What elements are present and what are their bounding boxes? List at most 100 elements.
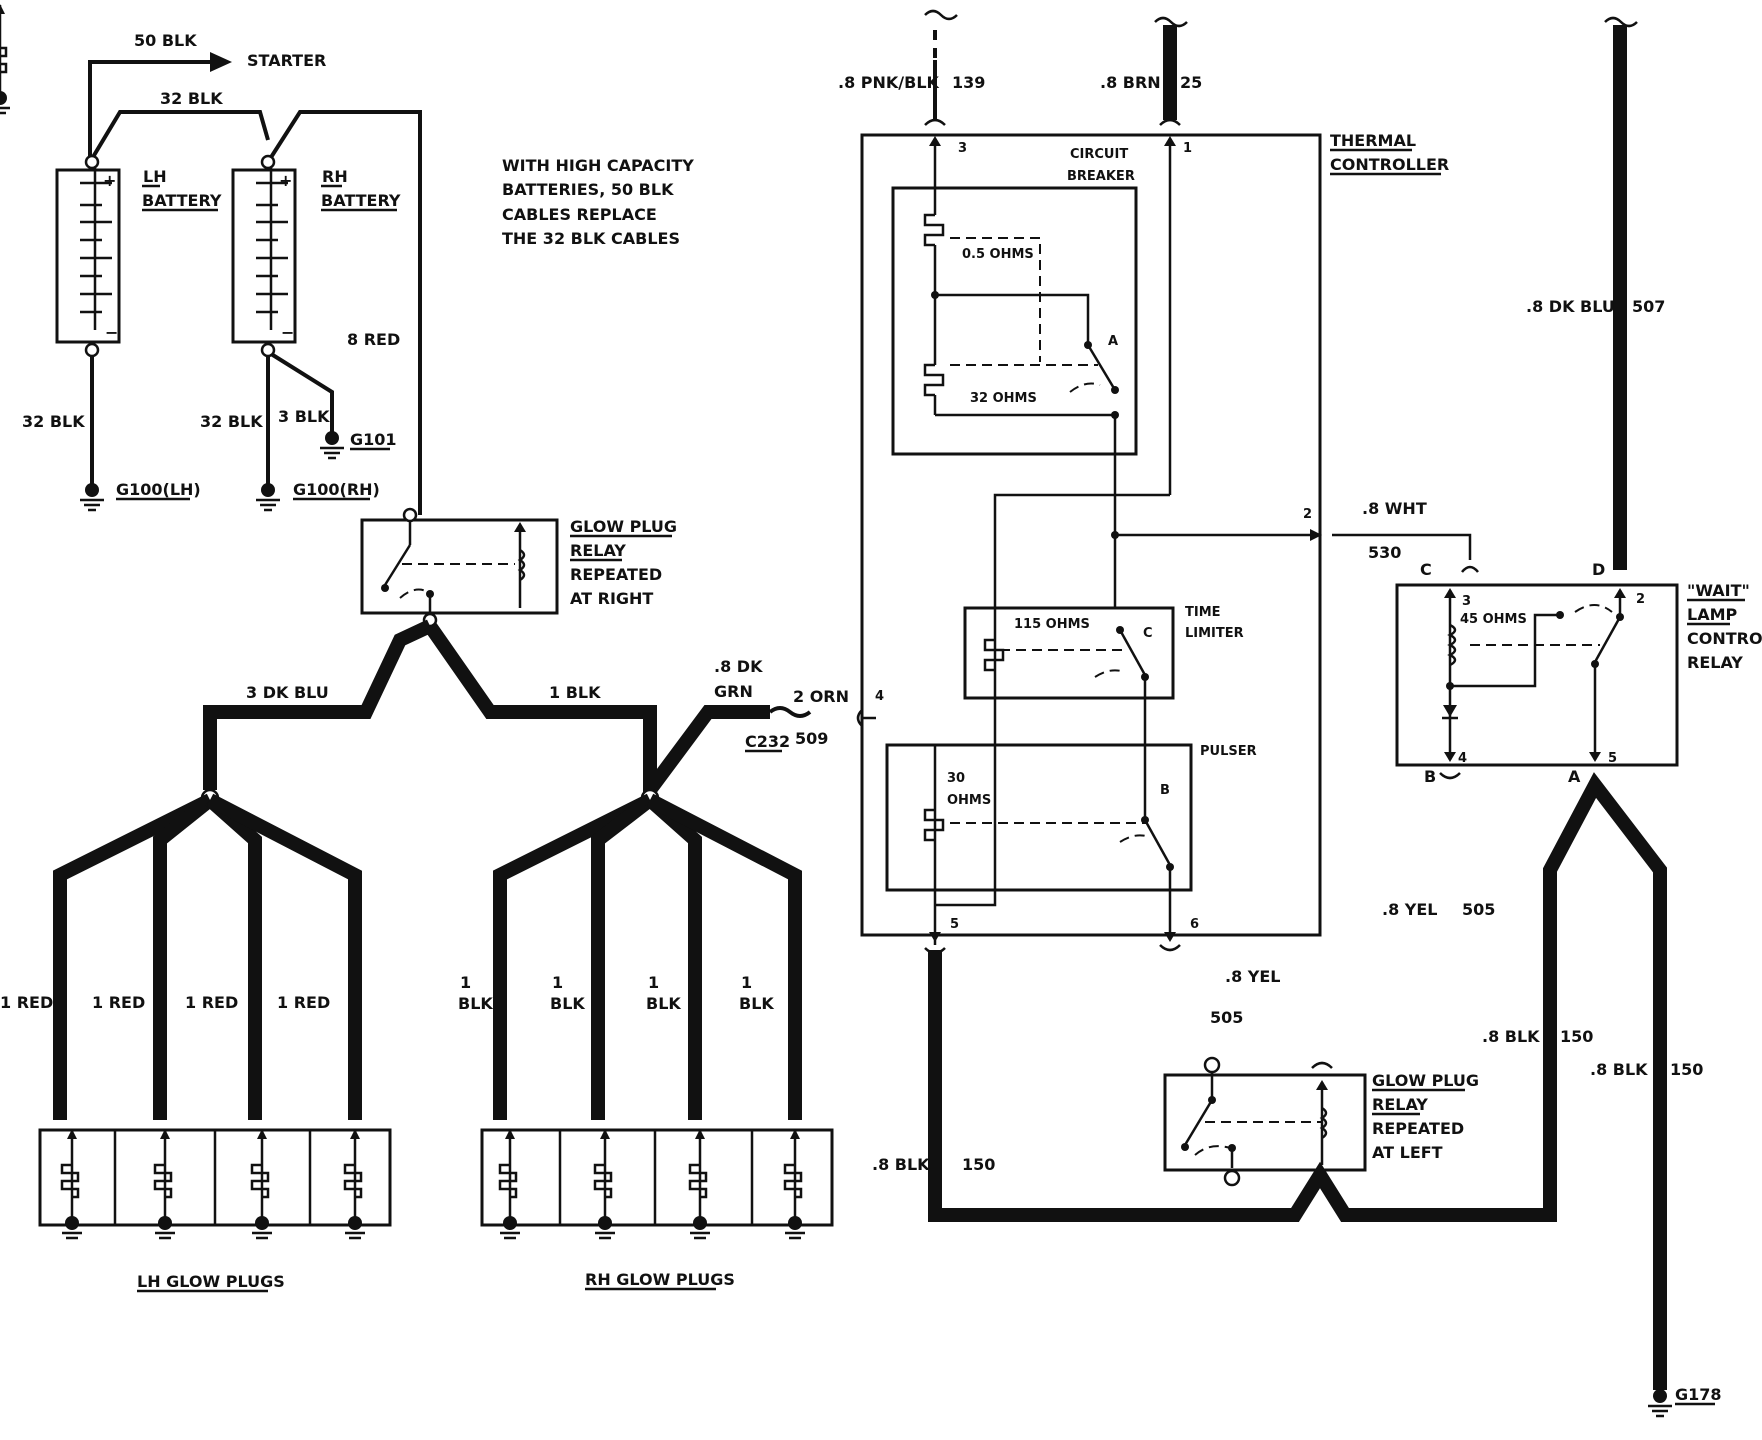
right-harness [924, 772, 1672, 1418]
label-blk-2: BLK [550, 994, 585, 1013]
label-150-c: 150 [962, 1155, 995, 1174]
label-blk-num-4: 1 [741, 973, 752, 992]
thermal-line-1: THERMAL [1330, 131, 1416, 150]
label-pnkblk: .8 PNK/BLK [838, 73, 940, 92]
pin-1: 1 [1183, 141, 1192, 156]
label-c232: C232 [745, 732, 790, 751]
label-ohms: OHMS [947, 793, 991, 808]
switch-b: B [1160, 783, 1170, 798]
wait-relay-line-4: RELAY [1687, 653, 1743, 672]
label-05-ohms: 0.5 OHMS [962, 247, 1034, 262]
relay-left-line-3: REPEATED [570, 565, 662, 584]
label-blk8-a: .8 BLK [1482, 1027, 1540, 1046]
relay-pin-2: 2 [1636, 592, 1645, 607]
note-line-4: THE 32 BLK CABLES [502, 229, 680, 248]
label-32blk-lh: 32 BLK [22, 412, 85, 431]
pin-4: 4 [875, 689, 884, 704]
label-150-a: 150 [1560, 1027, 1593, 1046]
label-45-ohms: 45 OHMS [1460, 612, 1527, 627]
wait-relay-line-1: "WAIT" [1687, 581, 1750, 600]
label-8red: 8 RED [347, 330, 400, 349]
label-blk-num-1: 1 [460, 973, 471, 992]
rh-glow-plugs-block [480, 1128, 834, 1227]
relay-pin-c: C [1420, 560, 1432, 579]
label-1red-2: 1 RED [92, 993, 145, 1012]
label-32blk-top: 32 BLK [160, 89, 223, 108]
label-rh-glow-plugs: RH GLOW PLUGS [585, 1270, 735, 1289]
top-wires [924, 9, 1638, 570]
relay-pin-3: 3 [1462, 594, 1471, 609]
time-limiter-line-2: LIMITER [1185, 626, 1244, 641]
label-505-mid: 505 [1210, 1008, 1243, 1027]
label-507: 507 [1632, 297, 1665, 316]
label-brn: .8 BRN [1100, 73, 1161, 92]
switch-a: A [1108, 334, 1118, 349]
wait-relay-line-2: LAMP [1687, 605, 1738, 624]
thermal-controller [856, 133, 1322, 945]
time-limiter-line-1: TIME [1185, 605, 1221, 620]
label-blk-3: BLK [646, 994, 681, 1013]
note-line-1: WITH HIGH CAPACITY [502, 156, 694, 175]
label-509: 509 [795, 729, 828, 748]
svg-text:−: − [105, 323, 118, 342]
relay-left-line-4: AT RIGHT [570, 589, 653, 608]
relay-pin-a: A [1568, 767, 1581, 786]
glow-plug-harness [53, 619, 812, 1120]
label-pulser: PULSER [1200, 744, 1257, 759]
label-530: 530 [1368, 543, 1401, 562]
label-505-right: 505 [1462, 900, 1495, 919]
label-blk-1: BLK [458, 994, 493, 1013]
note-line-3: CABLES REPLACE [502, 205, 657, 224]
lh-battery: + − [55, 160, 121, 344]
relay-pin-b: B [1424, 767, 1436, 786]
circuit-breaker-line-1: CIRCUIT [1070, 147, 1128, 162]
label-starter: STARTER [247, 51, 326, 70]
label-32-ohms: 32 OHMS [970, 391, 1037, 406]
wait-relay-line-3: CONTROL [1687, 629, 1762, 648]
pin-3: 3 [958, 141, 967, 156]
relay-pin-4: 4 [1458, 751, 1467, 766]
label-8dk: .8 DK [714, 657, 763, 676]
glow-plug-relay-left [360, 507, 559, 628]
label-yel-mid: .8 YEL [1225, 967, 1281, 986]
label-dkblu: .8 DK BLU [1526, 297, 1615, 316]
label-lh: LH [143, 167, 167, 186]
label-g178: G178 [1675, 1385, 1722, 1404]
label-blk-num-3: 1 [648, 973, 659, 992]
label-1red-4: 1 RED [277, 993, 330, 1012]
label-yel-right: .8 YEL [1382, 900, 1438, 919]
switch-c: C [1143, 626, 1153, 641]
relay-right-line-3: REPEATED [1372, 1119, 1464, 1138]
ground-g100-rh [256, 483, 280, 512]
label-g100-lh: G100(LH) [116, 480, 201, 499]
ground-g100-lh [80, 483, 104, 512]
label-30: 30 [947, 771, 965, 786]
ground-g101 [320, 431, 344, 460]
relay-pin-5: 5 [1608, 751, 1617, 766]
label-blk-num-2: 1 [552, 973, 563, 992]
label-1red-3: 1 RED [185, 993, 238, 1012]
pin-6: 6 [1190, 917, 1199, 932]
relay-pin-d: D [1592, 560, 1605, 579]
label-g101: G101 [350, 430, 397, 449]
note-line-2: BATTERIES, 50 BLK [502, 180, 674, 199]
relay-left-line-2: RELAY [570, 541, 626, 560]
label-3blk: 3 BLK [278, 407, 330, 426]
relay-right-line-2: RELAY [1372, 1095, 1428, 1114]
label-139: 139 [952, 73, 985, 92]
label-blk8-b: .8 BLK [1590, 1060, 1648, 1079]
relay-right-line-4: AT LEFT [1372, 1143, 1443, 1162]
battery-cables [84, 52, 422, 515]
label-lh-battery: BATTERY [142, 191, 222, 210]
label-blk-4: BLK [739, 994, 774, 1013]
pin-2-tc: 2 [1303, 507, 1312, 522]
label-grn: GRN [714, 682, 753, 701]
label-50blk: 50 BLK [134, 31, 197, 50]
pin-5: 5 [950, 917, 959, 932]
svg-text:+: + [103, 171, 116, 190]
label-25: 25 [1180, 73, 1202, 92]
svg-text:+: + [279, 171, 292, 190]
label-wht: .8 WHT [1362, 499, 1427, 518]
circuit-breaker-line-2: BREAKER [1067, 169, 1135, 184]
